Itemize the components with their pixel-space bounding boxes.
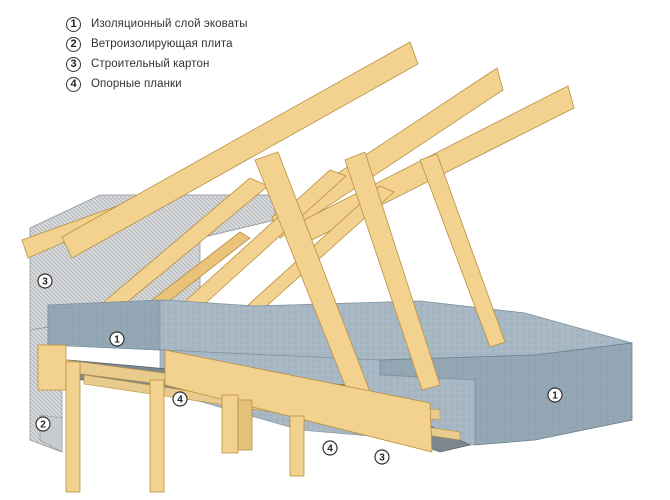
svg-text:3: 3 xyxy=(42,277,48,288)
svg-text:4: 4 xyxy=(177,395,183,406)
svg-text:4: 4 xyxy=(327,444,333,455)
legend-label: Изоляционный слой эковаты xyxy=(91,18,248,30)
legend-item-wind-board: 2 Ветроизолирующая плита xyxy=(66,34,248,54)
legend-item-cardboard: 3 Строительный картон xyxy=(66,54,248,74)
callout-2: 2 xyxy=(35,416,51,432)
svg-text:3: 3 xyxy=(379,453,385,464)
svg-text:1: 1 xyxy=(114,335,120,346)
callout-1b: 1 xyxy=(547,387,563,403)
legend: 1 Изоляционный слой эковаты 2 Ветроизоли… xyxy=(66,14,248,94)
legend-number: 2 xyxy=(66,36,81,52)
callout-1a: 1 xyxy=(109,331,125,347)
legend-number: 1 xyxy=(66,16,81,32)
posts xyxy=(37,344,305,493)
bottom-beam xyxy=(164,349,433,453)
callout-4b: 4 xyxy=(322,440,338,456)
legend-label: Ветроизолирующая плита xyxy=(91,38,233,50)
legend-label: Строительный картон xyxy=(91,58,210,70)
svg-text:2: 2 xyxy=(40,420,46,431)
legend-item-support-battens: 4 Опорные планки xyxy=(66,74,248,94)
legend-label: Опорные планки xyxy=(91,78,182,90)
legend-item-insulation: 1 Изоляционный слой эковаты xyxy=(66,14,248,34)
front-rafters xyxy=(254,151,506,404)
svg-text:1: 1 xyxy=(552,391,558,402)
braces xyxy=(91,169,395,319)
legend-number: 3 xyxy=(66,56,81,72)
callout-4a: 4 xyxy=(172,391,188,407)
callout-3a: 3 xyxy=(37,273,53,289)
callout-3b: 3 xyxy=(374,449,390,465)
legend-number: 4 xyxy=(66,76,81,92)
